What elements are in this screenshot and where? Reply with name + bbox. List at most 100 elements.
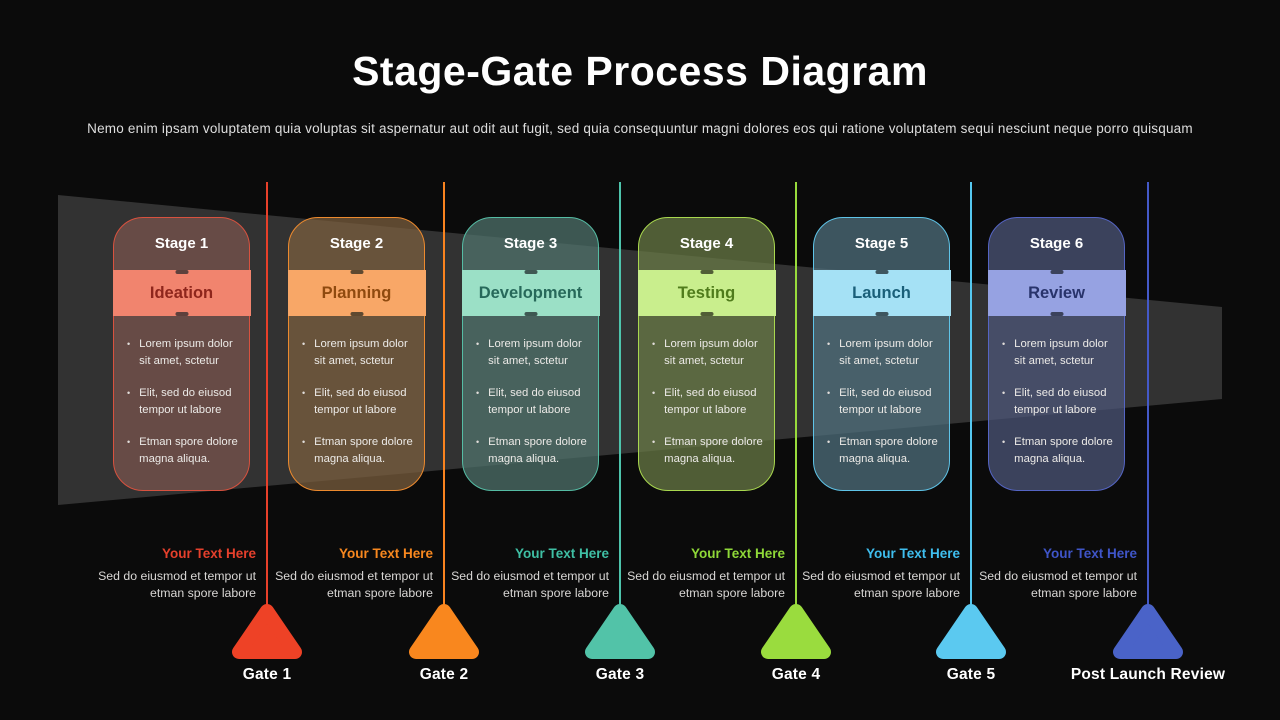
stage-bullet-list: • Lorem ipsum dolor sit amet, sctetur •Eli… [476,336,592,483]
stage-card: Stage 2 Planning • Lorem ipsum dolor sit … [287,217,426,491]
gate-text-block: Your Text Here Sed do eiusmod et tempor … [965,546,1137,601]
gate-heading: Your Text Here [514,546,609,561]
stage-name: Stage 2 [329,235,384,252]
stage-name: Stage 6 [1029,235,1084,252]
stage-bullet-list: • Lorem ipsum dolor sit amet, sctetur • Eli… [302,336,418,483]
gate-line [443,182,445,605]
stage-phase-banner: Development [461,270,600,316]
bullet-marker: • [476,436,480,447]
bullet-item: • Lorem ipsum dolor sit amet, sctetur [827,336,943,370]
bullet-marker: • [302,436,306,447]
page-subtitle: Nemo enim ipsam voluptatem quia voluptas… [87,121,1193,136]
stage-card: Stage 6 Review • Lorem ipsum dolor sit am… [987,217,1126,491]
bullet-marker: • [127,387,131,398]
gate-text-block: Your Text Here Sed do eiusmod et tempor … [613,546,785,601]
bullet-text: Etman spore dolore magna aliqua. [664,435,763,465]
gate-line [619,182,621,605]
gate-description: Sed do eiusmod et tempor ut etman spore … [275,569,433,600]
stage-phase-label: Development [478,283,583,302]
bullet-text: Elit, sed do eiusod tempor ut labore [839,386,932,416]
gate-triangle-icon [936,604,1006,659]
gate-line [1147,182,1149,605]
stage-phase-banner: Review [987,270,1126,316]
gate-description: Sed do eiusmod et tempor ut etman spore … [98,569,256,600]
bullet-marker: • [652,339,656,349]
bullet-item: • Lorem ipsum dolor sit amet, sctetur [652,336,768,370]
bullet-marker: • [827,339,831,349]
gate-triangle-icon [1113,604,1183,659]
bullet-item: • Elit, sed do eiusod tempor ut labore [827,385,943,419]
bullet-item: •Etman spore dolore magna aliqua. [827,434,943,468]
bullet-marker: • [652,387,656,398]
gate-description: Sed do eiusmod et tempor ut etman spore … [979,569,1137,600]
bullet-marker: • [476,387,480,398]
stage-phase-label: Planning [321,283,392,302]
gate-triangle-icon [585,604,655,659]
gate-heading: Your Text Here [338,546,433,561]
bullet-text: Elit, sed do eiusod tempor ut labore [314,386,407,416]
bullet-text: Lorem ipsum dolor sit amet, sctetur [664,338,758,367]
bullet-marker: • [1002,387,1006,398]
stage-phase-banner: Launch [812,270,951,316]
bullet-text: Elit, sed do eiusod tempor ut labore [664,386,757,416]
bullet-text: Elit, sed do eiusod tempor ut labore [1014,386,1107,416]
bullet-text: Lorem ipsum dolor sit amet, sctetur [839,338,933,367]
bullet-item: • Lorem ipsum dolor sit amet, sctetur [302,336,418,370]
bullet-marker: • [652,436,656,447]
gate-triangle-icon [232,604,302,659]
gate-heading: Your Text Here [1042,546,1137,561]
bullet-marker: • [1002,436,1006,447]
bullet-item: • Etman spore dolore magna aliqua. [652,434,768,468]
bullet-text: Lorem ipsum dolor sit amet, sctetur [139,338,233,367]
gate-triangle-icon [409,604,479,659]
stage-name: Stage 4 [679,235,734,252]
stage-phase-label: Review [1028,283,1085,302]
bullet-text: Lorem ipsum dolor sit amet, sctetur [488,338,582,367]
page-title: Stage-Gate Process Diagram [352,48,928,94]
gate-description: Sed do eiusmod et tempor ut etman spore … [802,569,960,600]
bullet-item: • Etman spore dolore magna aliqua. [302,434,418,468]
stage-bullet-list: • Lorem ipsum dolor sit amet, sctetur • Eli… [1002,336,1118,483]
bullet-text: Etman spore dolore magna aliqua. [488,435,587,465]
gate-description: Sed do eiusmod et tempor ut etman spore … [627,569,785,600]
bullet-marker: • [827,436,831,447]
gate-text-block: Your Text Here Sed do eiusmod et tempor … [437,546,609,601]
stage-bullet-list: • Lorem ipsum dolor sit amet, sctetur • Eli… [827,336,943,483]
stage-name: Stage 3 [503,235,558,252]
bullet-item: •Elit, sed do eiusod tempor ut labore [476,385,592,419]
gate-line [266,182,268,605]
bullet-marker: • [827,387,831,398]
gate-text-block: Your Text Here Sed do eiusmod et tempor … [788,546,960,601]
gate-label: Gate 5 [946,666,996,683]
stage-phase-banner: Testing [637,270,776,316]
bullet-item: • Lorem ipsum dolor sit amet, sctetur [1002,336,1118,370]
bullet-marker: • [127,339,131,349]
gate-label: Gate 2 [419,666,469,683]
gate-line [795,182,797,605]
bullet-text: Lorem ipsum dolor sit amet, sctetur [314,338,408,367]
stage-phase-label: Ideation [149,283,214,302]
gate-text-block: Your Text Here Sed do eiusmod et tempor … [261,546,433,601]
bullet-text: Etman spore dolore magna aliqua. [139,435,238,465]
bullet-marker: • [1002,339,1006,349]
stage-name: Stage 5 [854,235,909,252]
bullet-text: Etman spore dolore magna aliqua. [1014,435,1113,465]
stage-card: Stage 5 Launch • Lorem ipsum dolor sit am… [812,217,951,491]
bullet-marker: • [302,339,306,349]
stage-name: Stage 1 [154,235,209,252]
gate-triangle-icon [761,604,831,659]
gate-heading: Your Text Here [865,546,960,561]
bullet-item: • Elit, sed do eiusod tempor ut labore [302,385,418,419]
bullet-item: • Lorem ipsum dolor sit amet, sctetur [127,336,243,370]
bullet-item: • Etman spore dolore magna aliqua. [127,434,243,468]
bullet-marker: • [302,387,306,398]
stage-phase-banner: Planning [287,270,426,316]
bullet-text: Lorem ipsum dolor sit amet, sctetur [1014,338,1108,367]
bullet-marker: • [127,436,131,447]
bullet-text: Etman spore dolore magna aliqua. [314,435,413,465]
bullet-item: •Elit, sed do eiusod tempor ut labore [127,385,243,419]
gate-label: Gate 3 [595,666,645,683]
gate-description: Sed do eiusmod et tempor ut etman spore … [451,569,609,600]
stage-card: Stage 1 Ideation • Lorem ipsum dolor sit … [112,217,251,491]
